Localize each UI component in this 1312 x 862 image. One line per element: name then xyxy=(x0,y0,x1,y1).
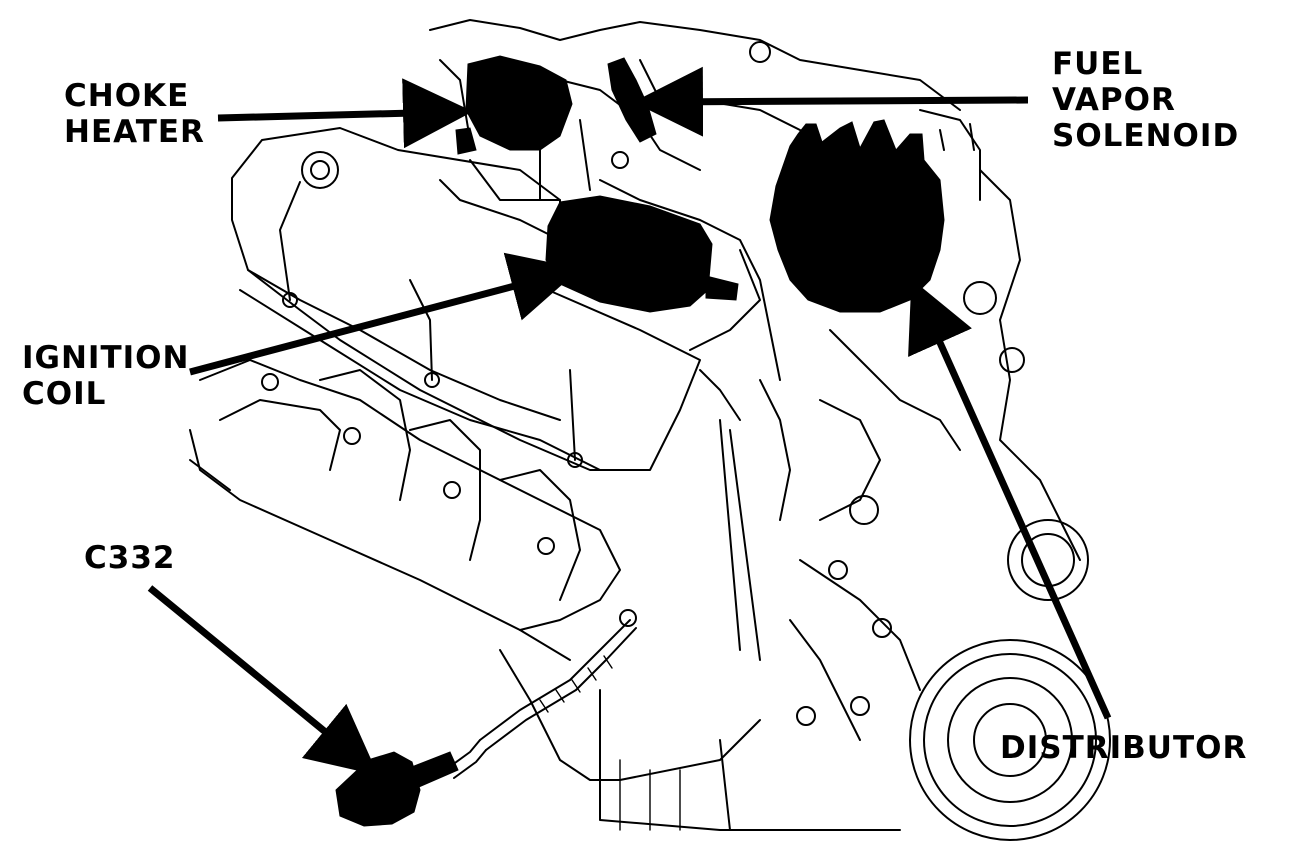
fuel-vapor-label-line3: SOLENOID xyxy=(1052,118,1240,154)
choke-heater-arrow xyxy=(217,78,473,149)
callout-arrows xyxy=(147,66,1112,776)
choke-heater-label-line2: HEATER xyxy=(64,114,205,150)
choke-heater-part xyxy=(455,55,573,155)
c332-connector-part xyxy=(335,751,459,827)
ignition-coil-label-line2: COIL xyxy=(22,376,107,412)
fuel-vapor-label-line2: VAPOR xyxy=(1052,82,1176,118)
ignition-coil-arrow xyxy=(189,252,581,376)
distributor-label: DISTRIBUTOR xyxy=(1000,730,1247,766)
distributor-cap-part xyxy=(769,119,945,313)
choke-heater-label: CHOKE HEATER xyxy=(64,78,205,150)
ignition-coil-part xyxy=(545,195,739,313)
c332-connector-label: C332 xyxy=(84,540,175,576)
distributor-arrow xyxy=(908,278,1112,720)
fuel-vapor-label-line1: FUEL xyxy=(1052,46,1144,82)
ignition-coil-label: IGNITION COIL xyxy=(22,340,189,412)
fuel-vapor-solenoid-part xyxy=(607,57,657,143)
distributor-label-text: DISTRIBUTOR xyxy=(1000,730,1248,766)
c332-label-text: C332 xyxy=(84,540,176,576)
fuel-vapor-arrow xyxy=(633,66,1029,137)
engine-line-art xyxy=(189,19,1111,841)
fuel-vapor-solenoid-label: FUEL VAPOR SOLENOID xyxy=(1052,46,1239,154)
c332-arrow xyxy=(147,585,379,776)
ignition-coil-label-line1: IGNITION xyxy=(22,340,190,376)
choke-heater-label-line1: CHOKE xyxy=(64,78,190,114)
